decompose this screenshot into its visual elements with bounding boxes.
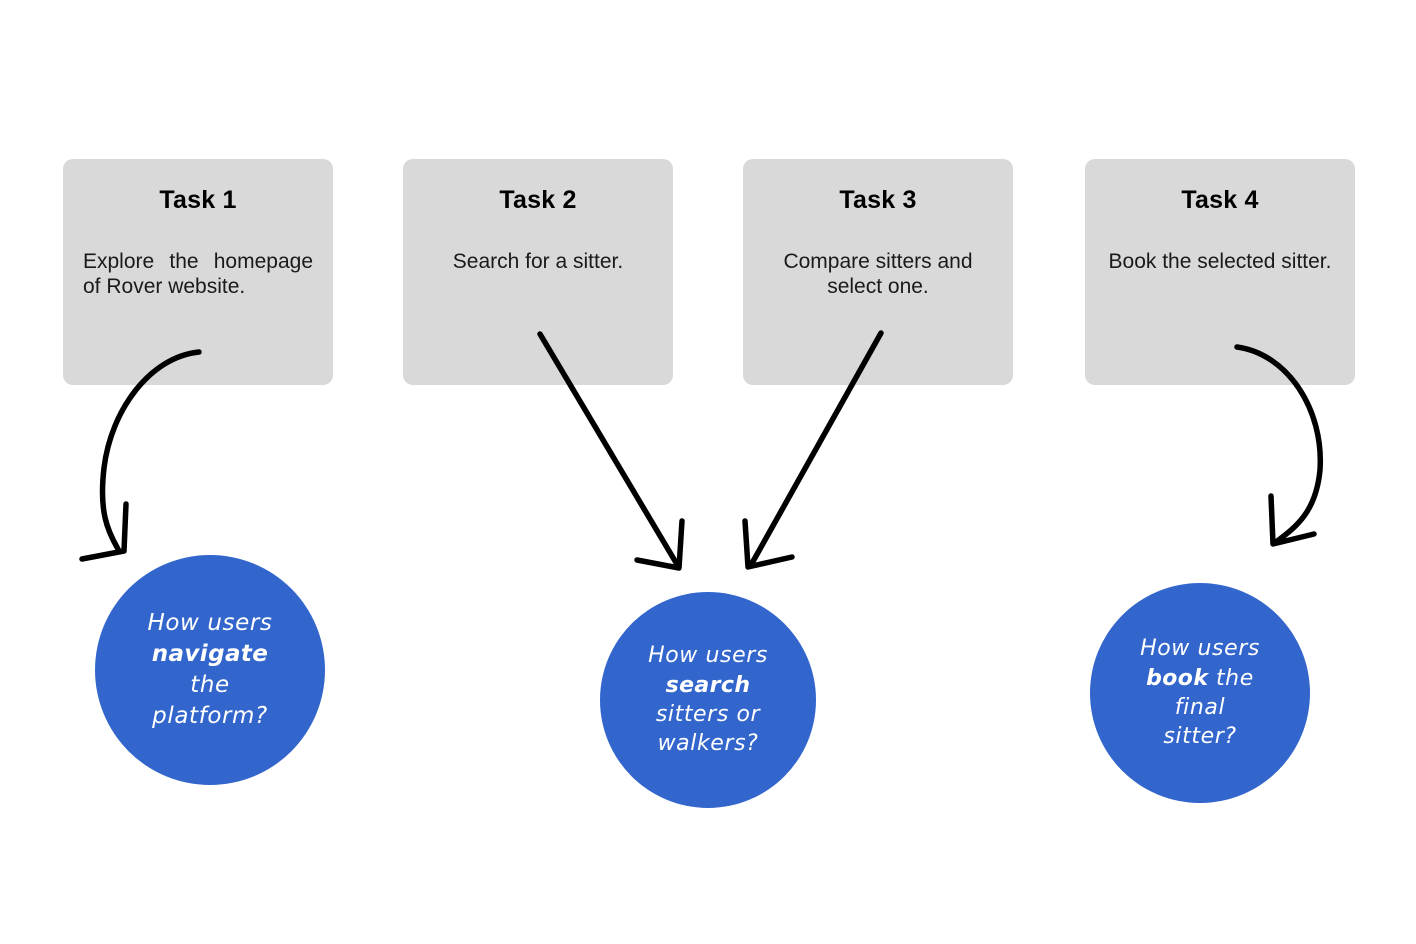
question-circle-search[interactable]: How users search sitters or walkers? [600, 592, 816, 808]
question-circle-search-text: How users search sitters or walkers? [600, 641, 816, 759]
question-line: sitter? [1163, 724, 1237, 750]
question-line: How users [147, 610, 273, 637]
task-card-2-title: Task 2 [499, 186, 577, 214]
question-line: How users [648, 643, 768, 669]
question-circle-book-text: How users book the final sitter? [1090, 634, 1310, 752]
question-line-emphasis: book [1146, 665, 1209, 691]
question-line-emphasis: search [665, 672, 751, 698]
task-card-1-title: Task 1 [159, 186, 237, 214]
question-circle-navigate-text: How users navigate the platform? [95, 608, 325, 731]
question-line: sitters or [655, 702, 761, 727]
question-line: platform? [152, 702, 268, 729]
question-line-emphasis: navigate [151, 641, 269, 668]
question-line: How users [1140, 636, 1260, 662]
task-card-2[interactable]: Task 2 Search for a sitter. [403, 159, 673, 385]
task-card-3[interactable]: Task 3 Compare sitters and select one. [743, 159, 1013, 385]
task-card-4-description: Book the selected sitter. [1108, 249, 1332, 273]
question-line: the [190, 672, 230, 698]
task-card-3-description: Compare sitters and select one. [783, 249, 973, 299]
question-line: the [1208, 665, 1254, 691]
question-circle-book[interactable]: How users book the final sitter? [1090, 583, 1310, 803]
question-line: walkers? [657, 731, 759, 757]
task-card-4[interactable]: Task 4 Book the selected sitter. [1085, 159, 1355, 385]
task-card-1[interactable]: Task 1 Explore the homepage of Rover web… [63, 159, 333, 385]
task-card-3-title: Task 3 [839, 186, 917, 214]
task-card-2-description: Search for a sitter. [452, 249, 624, 273]
task-card-4-title: Task 4 [1181, 186, 1259, 214]
task-card-1-description: Explore the homepage of Rover website. [83, 249, 313, 299]
question-circle-navigate[interactable]: How users navigate the platform? [95, 555, 325, 785]
question-line: final [1174, 695, 1226, 720]
